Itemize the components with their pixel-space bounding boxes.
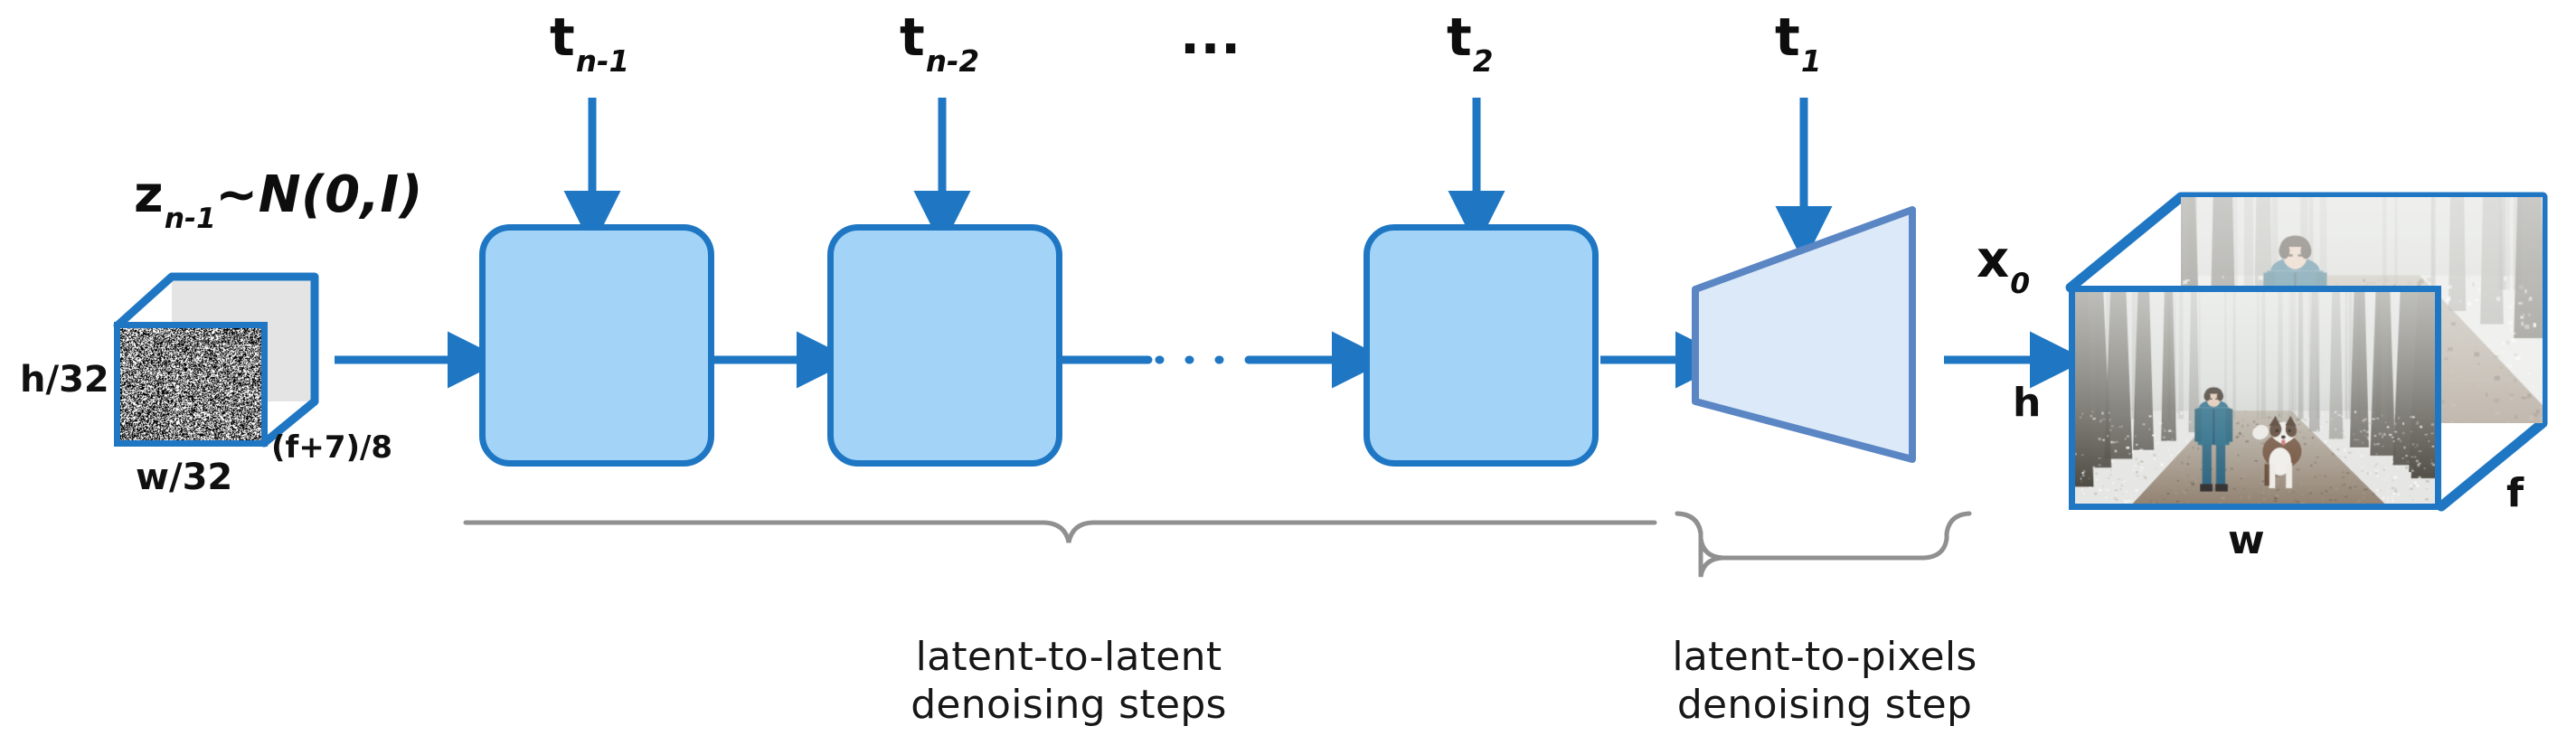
timestep-label-1: tn-1: [550, 11, 629, 77]
timestep-sub: n-1: [575, 44, 630, 80]
output-symbol-base: x: [1977, 231, 2010, 289]
output-symbol-sub: 0: [2010, 267, 2031, 300]
denoise-block-1[interactable]: [479, 224, 714, 467]
caption-latent-to-latent-text: latent-to-latent denoising steps: [911, 633, 1227, 729]
brace-latent-to-pixels-left: [1675, 511, 1820, 561]
input-width-text: w/32: [136, 457, 233, 498]
timestep-base: t: [550, 6, 576, 68]
noise-cube-front-face: [114, 322, 268, 447]
caption-latent-to-pixels: latent-to-pixels denoising step: [1553, 584, 2096, 730]
caption-latent-to-latent: latent-to-latent denoising steps: [797, 584, 1340, 730]
input-height-label: h/32: [20, 362, 109, 398]
ellipsis-text: ...: [1180, 5, 1241, 66]
timestep-sub: 1: [1800, 44, 1822, 80]
video-cube-wireframe: [2065, 192, 2548, 512]
latent-symbol-sub: n-1: [164, 202, 216, 235]
timestep-label-3: t2: [1447, 11, 1493, 77]
input-depth-label: (f+7)/8: [271, 432, 392, 463]
latent-distribution-rest: ~N(0,I): [215, 165, 423, 224]
input-depth-text: (f+7)/8: [271, 429, 393, 466]
output-frames-label: f: [2506, 474, 2524, 514]
output-height-label: h: [2013, 383, 2041, 423]
brace-latent-to-latent: [463, 520, 1657, 543]
timestep-base: t: [1775, 6, 1801, 68]
caption-latent-to-pixels-text: latent-to-pixels denoising step: [1672, 633, 1977, 729]
output-symbol-label: x0: [1977, 235, 2030, 298]
timestep-base: t: [1447, 6, 1473, 68]
timestep-label-4: t1: [1775, 11, 1821, 77]
output-height-text: h: [2013, 380, 2042, 426]
denoise-block-3[interactable]: [1363, 224, 1599, 467]
timestep-base: t: [900, 6, 926, 68]
denoise-block-2[interactable]: [827, 224, 1062, 467]
video-cube-front-face: [2069, 286, 2441, 510]
input-height-text: h/32: [20, 359, 109, 401]
input-width-label: w/32: [136, 459, 232, 495]
output-width-label: w: [2228, 521, 2265, 561]
ellipsis-top-label: ...: [1180, 9, 1241, 61]
timestep-sub: 2: [1472, 44, 1494, 80]
latent-distribution-label: zn-1~N(0,I): [134, 170, 423, 233]
timestep-label-2: tn-2: [900, 11, 979, 77]
decoder-trapezoid: [1692, 206, 1916, 463]
timestep-sub: n-2: [925, 44, 980, 80]
output-width-text: w: [2228, 517, 2265, 563]
output-frames-text: f: [2506, 470, 2524, 516]
latent-symbol: z: [134, 165, 165, 224]
brace-latent-to-pixels: [1675, 511, 1972, 578]
